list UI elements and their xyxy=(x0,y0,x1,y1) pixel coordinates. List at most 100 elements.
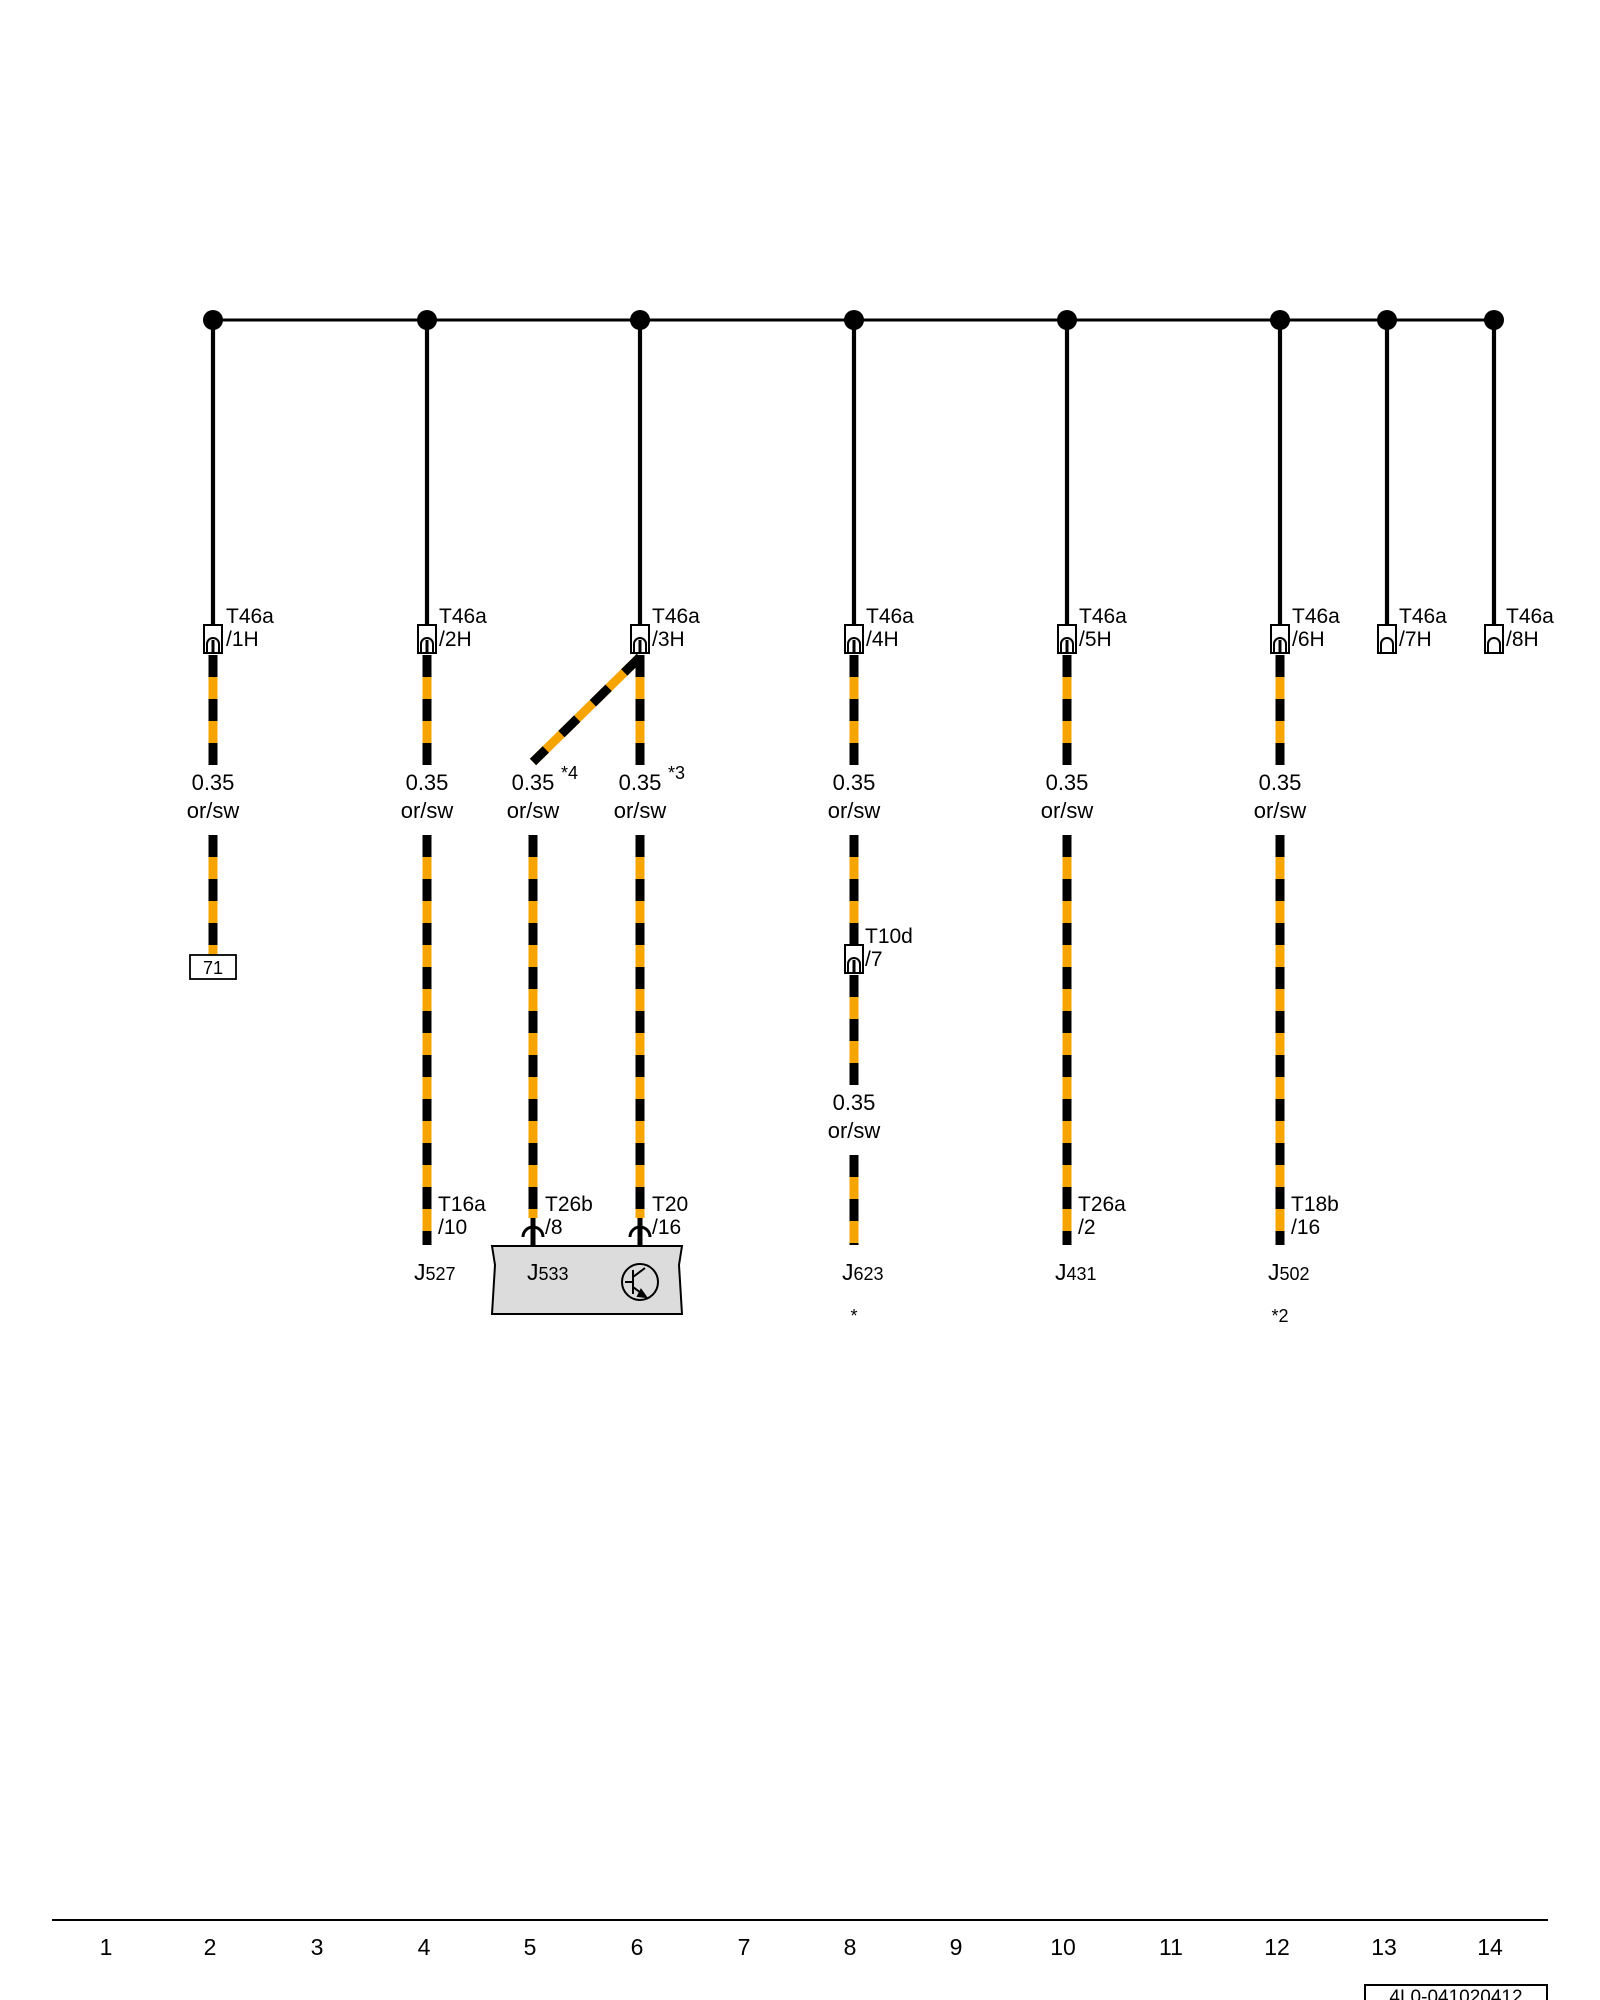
twisted-wire xyxy=(851,320,857,625)
reference-box xyxy=(189,954,237,980)
connector-name: T46a xyxy=(1079,605,1127,628)
component-j502: J502 xyxy=(1268,1259,1310,1285)
connector-pin: /16 xyxy=(1291,1216,1320,1239)
connector-pin: /16 xyxy=(652,1216,681,1239)
grid-number: 5 xyxy=(524,1934,537,1960)
connector-pin: /2 xyxy=(1078,1216,1096,1239)
inline-connector-label: T10d /7 xyxy=(865,925,913,971)
component-j533 xyxy=(490,1245,684,1315)
wire-labels: 0.35 or/sw 0.35 or/sw 0.35 or/sw 0.35 or… xyxy=(187,770,1307,1143)
connector-symbol xyxy=(1377,624,1397,654)
connector-pin: /5H xyxy=(1079,628,1112,651)
diagram-reference: 4L0-041020412 xyxy=(1364,1984,1548,2000)
grid-number: 3 xyxy=(311,1934,324,1960)
twisted-wire xyxy=(1491,320,1497,625)
wire-size: 0.35 xyxy=(833,1090,876,1115)
connector-name: T20 xyxy=(652,1193,688,1216)
component-note: *2 xyxy=(1271,1306,1288,1326)
wire-color: or/sw xyxy=(1254,798,1307,823)
end-connector-labels: T16a /10 T26b /8 T20 /16 T26a /2 T18b /1… xyxy=(438,1193,1339,1239)
inline-connector-symbol xyxy=(844,944,864,974)
grid-number: 12 xyxy=(1264,1934,1290,1960)
connector-name: T16a xyxy=(438,1193,486,1216)
connector-pin: /2H xyxy=(439,628,472,651)
wire-size: 0.35 xyxy=(833,770,876,795)
component-note: * xyxy=(850,1306,857,1326)
transistor-icon xyxy=(621,1263,659,1301)
twisted-wire xyxy=(210,320,216,625)
connector-symbol xyxy=(203,624,223,654)
connector-name: T46a xyxy=(866,605,914,628)
grid-number: 2 xyxy=(204,1934,217,1960)
reference-number: 71 xyxy=(203,958,223,978)
twisted-wire xyxy=(424,320,430,625)
connector-name: T46a xyxy=(1506,605,1554,628)
wire-segment xyxy=(529,653,644,766)
j533-pin-heads xyxy=(521,1218,652,1246)
connector-pin: /7 xyxy=(865,948,883,971)
connector-name: T26a xyxy=(1078,1193,1126,1216)
connector-name: T46a xyxy=(1399,605,1447,628)
reference-frame xyxy=(1364,1984,1548,2000)
grid-number: 4 xyxy=(418,1934,431,1960)
twisted-wire xyxy=(1064,320,1070,625)
component-j431: J431 xyxy=(1055,1259,1097,1285)
grid-number: 7 xyxy=(738,1934,751,1960)
connector-symbol xyxy=(1484,624,1504,654)
ground-reference: 71 xyxy=(189,954,237,980)
wire-color: or/sw xyxy=(828,798,881,823)
component-j533-label: J533 xyxy=(527,1259,569,1285)
wire-color: or/sw xyxy=(614,798,667,823)
connector-name: T18b xyxy=(1291,1193,1339,1216)
connector-pin: /8 xyxy=(545,1216,563,1239)
connector-symbol xyxy=(630,624,650,654)
footnote-marker: *3 xyxy=(668,763,685,783)
connector-pin: /6H xyxy=(1292,628,1325,651)
twisted-wire xyxy=(637,320,643,625)
twisted-wire xyxy=(1277,320,1283,625)
component-j527: J527 xyxy=(414,1259,456,1285)
wire-size: 0.35 xyxy=(619,770,662,795)
connector-name: T10d xyxy=(865,925,913,948)
connector-pin: /1H xyxy=(226,628,259,651)
connector-symbol xyxy=(844,624,864,654)
connector-pin: /3H xyxy=(652,628,685,651)
connector-pin: /10 xyxy=(438,1216,467,1239)
grid-numbers: 1 2 3 4 5 6 7 8 9 10 11 12 13 14 xyxy=(100,1934,1503,1960)
component-j623: J623 xyxy=(842,1259,884,1285)
grid-number: 13 xyxy=(1371,1934,1397,1960)
grid-number: 6 xyxy=(631,1934,644,1960)
component-labels: J527 J533 J623 J431 J502 xyxy=(414,1259,1310,1285)
connector-symbol xyxy=(417,624,437,654)
wire-color: or/sw xyxy=(828,1118,881,1143)
grid-number: 8 xyxy=(844,1934,857,1960)
wire-color: or/sw xyxy=(187,798,240,823)
twisted-wire xyxy=(1384,320,1390,625)
twisted-drops xyxy=(210,320,1497,625)
wire-size: 0.35 xyxy=(192,770,235,795)
wire-color: or/sw xyxy=(401,798,454,823)
connector-pin: /4H xyxy=(866,628,899,651)
connector-name: T46a xyxy=(1292,605,1340,628)
wire-color: or/sw xyxy=(507,798,560,823)
wire-color: or/sw xyxy=(1041,798,1094,823)
wire-size: 0.35 xyxy=(406,770,449,795)
connector-name: T26b xyxy=(545,1193,593,1216)
footnote-marker: *4 xyxy=(561,763,578,783)
bus-connector-labels: T46a /1H T46a /2H T46a /3H T46a /4H T46a… xyxy=(226,605,1554,651)
connector-pin: /7H xyxy=(1399,628,1432,651)
striped-wires xyxy=(208,653,1285,1245)
connector-name: T46a xyxy=(652,605,700,628)
wire-size: 0.35 xyxy=(1259,770,1302,795)
grid-number: 10 xyxy=(1050,1934,1076,1960)
grid-number: 14 xyxy=(1477,1934,1503,1960)
connector-symbol xyxy=(1057,624,1077,654)
connector-name: T46a xyxy=(439,605,487,628)
diagram-reference-number: 4L0-041020412 xyxy=(1389,1987,1522,2000)
wire-size: 0.35 xyxy=(512,770,555,795)
grid-number: 11 xyxy=(1159,1934,1183,1960)
connector-name: T46a xyxy=(226,605,274,628)
connector-pin: /8H xyxy=(1506,628,1539,651)
wire-size: 0.35 xyxy=(1046,770,1089,795)
